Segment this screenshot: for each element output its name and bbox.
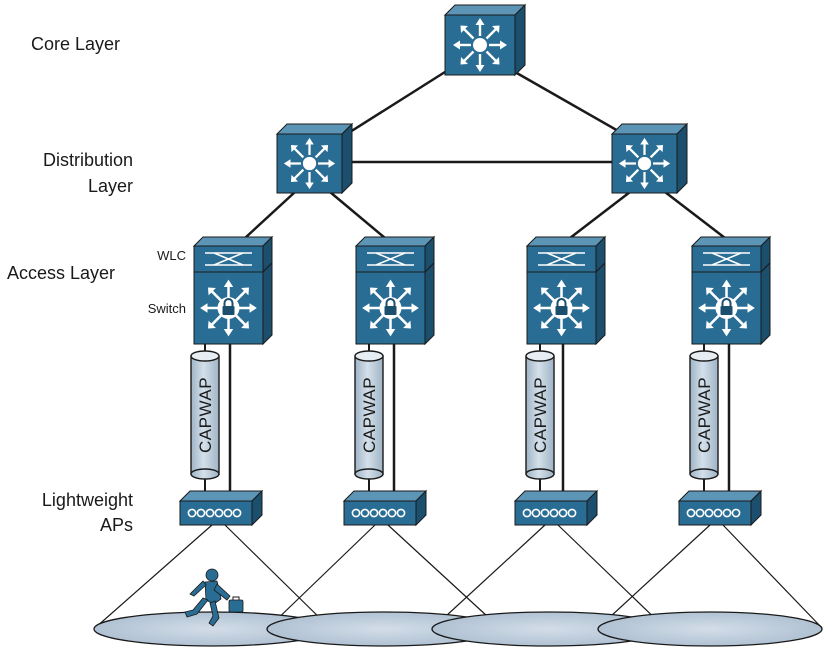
access-layer-label: Access Layer xyxy=(7,263,115,283)
core-switch-icon xyxy=(443,3,527,77)
capwap-tunnel-4: CAPWAP xyxy=(689,344,719,491)
secure-switch-icon xyxy=(526,261,606,346)
lightweight-ap-2-icon xyxy=(342,489,428,527)
core-layer-label: Core Layer xyxy=(31,34,120,54)
capwap-tunnel-2: CAPWAP xyxy=(354,344,384,491)
access-stack-1 xyxy=(192,235,274,346)
lightweight-aps-label-line1: Lightweight xyxy=(42,490,133,510)
coverage-disc-4 xyxy=(597,611,823,647)
secure-switch-icon xyxy=(691,261,771,346)
distribution-switch-right-icon xyxy=(610,122,689,195)
switch-label: Switch xyxy=(148,301,186,316)
wlc-icon xyxy=(525,235,607,274)
access-stack-4 xyxy=(690,235,772,346)
coverage-areas xyxy=(93,611,823,647)
wlc-icon xyxy=(354,235,436,274)
access-stack-3 xyxy=(525,235,607,346)
secure-switch-icon xyxy=(355,261,435,346)
wlc-label: WLC xyxy=(157,248,186,263)
lightweight-ap-3-icon xyxy=(513,489,599,527)
capwap-tunnel-3: CAPWAP xyxy=(525,344,555,491)
capwap-label: CAPWAP xyxy=(360,377,379,453)
lightweight-aps-label-line2: APs xyxy=(100,515,133,535)
lightweight-ap-4-icon xyxy=(677,489,763,527)
link-core-dist-right xyxy=(514,70,621,134)
secure-switch-icon xyxy=(193,261,273,346)
access-stack-2 xyxy=(354,235,436,346)
capwap-label: CAPWAP xyxy=(531,377,550,453)
capwap-label: CAPWAP xyxy=(695,377,714,453)
wlc-icon xyxy=(192,235,274,274)
wlc-icon xyxy=(690,235,772,274)
coverage-cones xyxy=(94,524,823,629)
capwap-tunnel-1: CAPWAP xyxy=(190,344,220,491)
distribution-layer-label-line2: Layer xyxy=(88,176,133,196)
link-core-dist-left xyxy=(349,70,446,134)
link-dist-access-1 xyxy=(244,191,296,239)
lightweight-ap-1-icon xyxy=(178,489,264,527)
distribution-switch-left-icon xyxy=(275,122,354,195)
distribution-layer-label-line1: Distribution xyxy=(43,150,133,170)
link-dist-access-2 xyxy=(329,191,386,239)
running-person-icon xyxy=(184,568,244,627)
link-dist-access-4 xyxy=(664,191,726,239)
link-dist-access-3 xyxy=(569,191,631,239)
connection-lines xyxy=(228,70,731,491)
capwap-label: CAPWAP xyxy=(196,377,215,453)
